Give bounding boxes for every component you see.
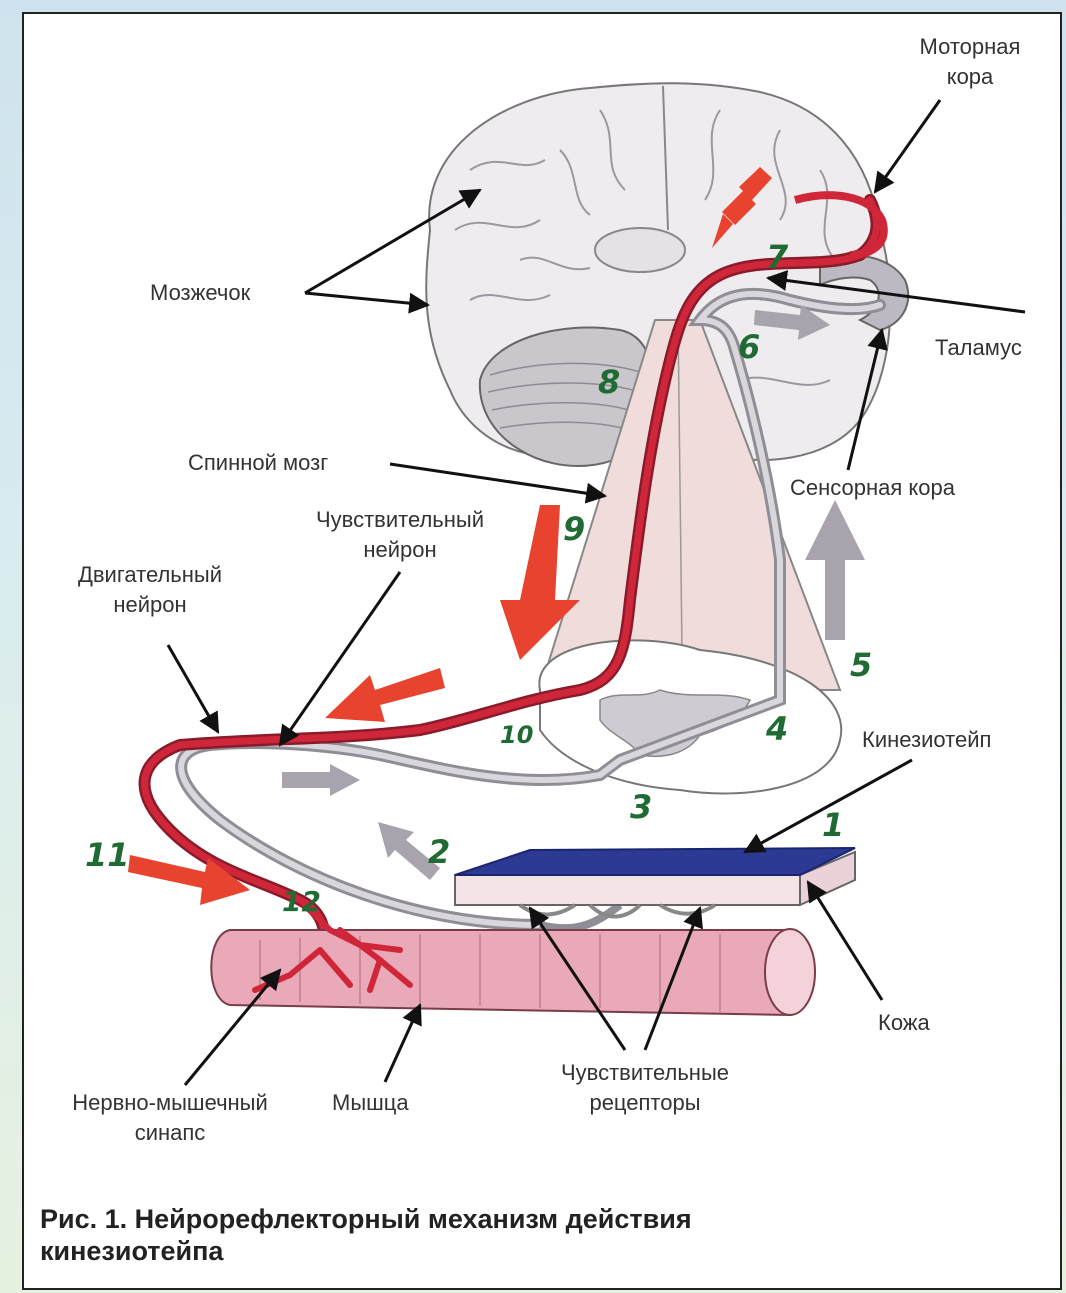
label-sensory-neuron-line2: нейрон — [285, 535, 515, 565]
label-kinesiotape: Кинезиотейп — [862, 725, 991, 755]
label-muscle: Мышца — [332, 1088, 409, 1118]
label-motor-cortex-line2: кора — [900, 62, 1040, 92]
label-cerebellum: Мозжечок — [150, 278, 250, 308]
step-number-1: 1 — [822, 808, 844, 842]
caption-line1: Рис. 1. Нейрорефлекторный механизм дейст… — [40, 1203, 940, 1235]
label-thalamus: Таламус — [935, 333, 1022, 363]
step-number-3: 3 — [630, 790, 652, 824]
label-motor-neuron-line1: Двигательный — [50, 560, 250, 590]
step-number-5: 5 — [850, 648, 872, 682]
step-number-12: 12 — [282, 885, 321, 919]
label-sensory-neuron-line1: Чувствительный — [285, 505, 515, 535]
label-motor-cortex-line1: Моторная — [900, 32, 1040, 62]
muscle-shape — [211, 929, 815, 1015]
label-motor-neuron: Двигательный нейрон — [50, 560, 250, 620]
step-number-7: 7 — [766, 240, 788, 274]
label-motor-neuron-line2: нейрон — [50, 590, 250, 620]
step-number-9: 9 — [563, 512, 585, 546]
step-number-6: 6 — [738, 330, 760, 364]
step-number-2: 2 — [428, 835, 450, 869]
label-skin: Кожа — [878, 1008, 930, 1038]
step-number-8: 8 — [598, 365, 620, 399]
step-number-4: 4 — [766, 712, 788, 746]
kinesiotape-shape — [455, 848, 855, 875]
label-spinal-cord: Спинной мозг — [188, 448, 328, 478]
label-sensory-neuron: Чувствительный нейрон — [285, 505, 515, 565]
label-sensory-cortex: Сенсорная кора — [790, 473, 955, 503]
label-receptors-line1: Чувствительные — [525, 1058, 765, 1088]
figure-caption: Рис. 1. Нейрорефлекторный механизм дейст… — [40, 1203, 940, 1267]
label-sensory-receptors: Чувствительные рецепторы — [525, 1058, 765, 1118]
label-synapse-line2: синапс — [35, 1118, 305, 1148]
label-synapse-line1: Нервно-мышечный — [35, 1088, 305, 1118]
label-receptors-line2: рецепторы — [525, 1088, 765, 1118]
step-number-10: 10 — [500, 718, 533, 752]
caption-line2: кинезиотейпа — [40, 1235, 940, 1267]
label-neuromuscular-synapse: Нервно-мышечный синапс — [35, 1088, 305, 1148]
step-number-11: 11 — [85, 838, 130, 872]
label-motor-cortex: Моторная кора — [900, 32, 1040, 92]
